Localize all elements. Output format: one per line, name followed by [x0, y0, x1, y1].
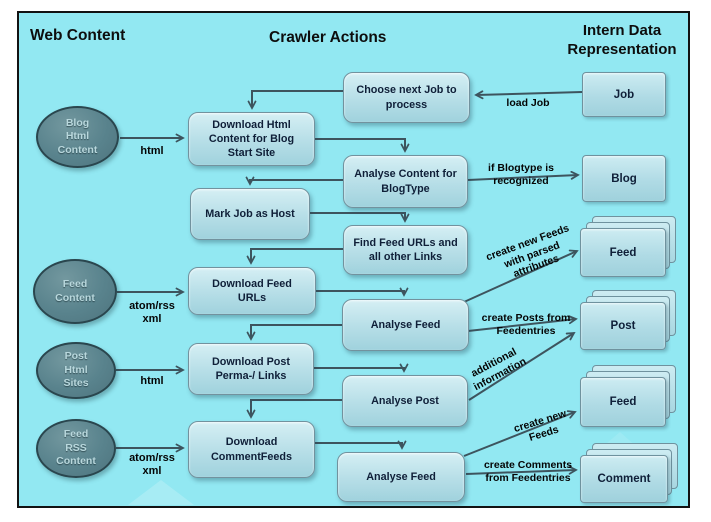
entity-feed-stack-2: Feed [580, 365, 676, 427]
edge-label-atom-rss-2: atom/rss xml [129, 452, 175, 478]
edge-label-html-1: html [140, 145, 164, 157]
entity-post: Post [580, 302, 666, 350]
action-label: Download CommentFeeds [211, 436, 292, 463]
source-label: Blog Html Content [57, 116, 98, 156]
action-label: Find Feed URLs and all other Links [353, 236, 458, 263]
edge-label-atom-rss-1: atom/rss xml [129, 300, 175, 326]
entity-job: Job [582, 72, 666, 117]
action-analyse-feed-1: Analyse Feed [342, 299, 469, 351]
entity-label: Feed [609, 396, 637, 408]
entity-label: Job [613, 88, 635, 101]
entity-feed-stack-1: Feed [580, 216, 676, 277]
entity-post-stack: Post [580, 290, 676, 350]
action-download-html-content: Download Html Content for Blog Start Sit… [188, 112, 315, 166]
edge-label-create-comments: create Comments from Feedentries [483, 459, 573, 484]
column-title-web-content: Web Content [30, 27, 126, 44]
source-feed-rss-content: Feed RSS Content [36, 419, 116, 478]
source-label: Feed RSS Content [56, 428, 96, 468]
action-label: Analyse Feed [370, 318, 441, 331]
action-label: Analyse Post [371, 394, 439, 407]
action-analyse-post: Analyse Post [342, 375, 468, 427]
action-label: Choose next Job to process [356, 84, 457, 111]
source-blog-html-content: Blog Html Content [36, 106, 119, 168]
action-analyse-feed-2: Analyse Feed [337, 452, 465, 502]
entity-feed-1: Feed [580, 228, 666, 277]
entity-label: Comment [597, 473, 651, 485]
entity-blog: Blog [582, 155, 666, 202]
action-label: Mark Job as Host [205, 207, 295, 220]
entity-comment-stack: Comment [580, 443, 678, 503]
entity-label: Feed [609, 246, 637, 259]
action-label: Download Feed URLs [212, 277, 292, 304]
edge-label-if-blogtype: if Blogtype is recognized [488, 162, 554, 187]
column-title-crawler-actions: Crawler Actions [269, 29, 387, 46]
entity-label: Post [610, 320, 636, 332]
action-label: Download Post Perma-/ Links [212, 355, 290, 382]
action-label: Download Html Content for Blog Start Sit… [208, 118, 295, 160]
edge-label-load-job: load Job [506, 97, 550, 109]
action-analyse-content-blogtype: Analyse Content for BlogType [343, 155, 468, 208]
action-choose-next-job: Choose next Job to process [343, 72, 470, 123]
entity-label: Blog [611, 172, 637, 185]
action-mark-job-as-host: Mark Job as Host [190, 188, 310, 240]
edge-label-create-posts: create Posts from Feedentries [481, 312, 571, 337]
source-label: Post Html Sites [63, 350, 89, 390]
action-label: Analyse Content for BlogType [354, 168, 457, 195]
source-label: Feed Content [55, 277, 95, 304]
action-find-feed-urls: Find Feed URLs and all other Links [343, 225, 468, 275]
source-post-html-sites: Post Html Sites [36, 342, 116, 399]
entity-feed-2: Feed [580, 377, 666, 427]
source-feed-content: Feed Content [33, 259, 117, 324]
action-download-commentfeeds: Download CommentFeeds [188, 421, 315, 478]
action-download-post-permalinks: Download Post Perma-/ Links [188, 343, 314, 395]
edge-label-html-2: html [140, 375, 164, 387]
action-download-feed-urls: Download Feed URLs [188, 267, 316, 315]
entity-comment: Comment [580, 455, 668, 503]
column-title-intern-data: Intern Data Representation [567, 22, 677, 58]
action-label: Analyse Feed [366, 470, 436, 483]
